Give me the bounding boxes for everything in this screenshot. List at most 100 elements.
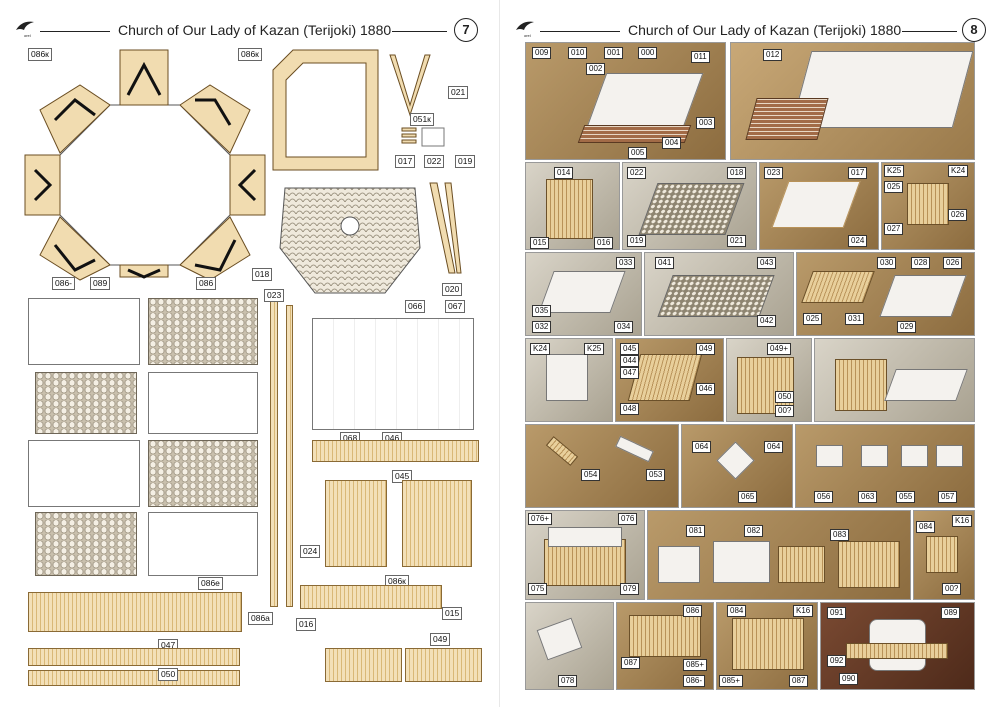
part-label: 049+ — [767, 343, 792, 355]
octagon-frame-part — [272, 49, 379, 171]
bird-logo-icon: orel — [16, 21, 34, 38]
part-label: 086а — [248, 612, 273, 625]
part-label: 019 — [627, 235, 647, 247]
part-label: 046 — [696, 383, 716, 395]
svg-text:orel: orel — [524, 33, 531, 38]
dormer-part — [148, 372, 258, 434]
part-label: 050 — [775, 391, 795, 403]
assembly-photo: 045 049 044 047 046 048 — [615, 338, 724, 422]
part-label: 064 — [692, 441, 712, 453]
part-label: 043 — [757, 257, 777, 269]
part-label: 087 — [789, 675, 809, 687]
assembly-photo: 014 015 016 — [525, 162, 620, 250]
part-label: 011 — [691, 51, 710, 63]
part-label: 001 — [604, 47, 624, 59]
part-label: 089 — [941, 607, 961, 619]
part-label: 092 — [827, 655, 847, 667]
part-label: 054 — [581, 469, 601, 481]
part-label: 075 — [528, 583, 548, 595]
part-label: 047 — [620, 367, 640, 379]
part-label: 051к — [410, 113, 434, 126]
page-title: Church of Our Lady of Kazan (Terijoki) 1… — [118, 22, 392, 38]
part-label: 027 — [884, 223, 904, 235]
part-label: 076+ — [528, 513, 553, 525]
assembly-photo: 081 082 083 — [647, 510, 911, 600]
part-label: 033 — [616, 257, 636, 269]
part-label: 003 — [696, 117, 716, 129]
assembly-photo — [814, 338, 975, 422]
part-label: 085+ — [683, 659, 708, 671]
left-page-header: orel Church of Our Lady of Kazan (Terijo… — [10, 18, 489, 44]
long-strip-part — [270, 300, 278, 607]
part-label: 064 — [764, 441, 784, 453]
part-label: 050 — [158, 668, 179, 681]
part-label: 017 — [848, 167, 868, 179]
part-label: 053 — [646, 469, 666, 481]
part-label: 089 — [90, 277, 111, 290]
part-label: 026 — [948, 209, 968, 221]
dormer-roof-part — [148, 298, 258, 365]
assembly-photo: 064 064 065 — [681, 424, 793, 508]
bird-logo-icon: orel — [516, 21, 534, 38]
part-label: 010 — [568, 47, 588, 59]
right-page: orel Church of Our Lady of Kazan (Terijo… — [500, 0, 999, 707]
part-label: 034 — [614, 321, 634, 333]
part-label: 023 — [764, 167, 784, 179]
page-title: Church of Our Lady of Kazan (Terijoki) 1… — [628, 22, 902, 38]
part-label: 042 — [757, 315, 777, 327]
part-label: 022 — [627, 167, 647, 179]
octagon-roof-parts — [24, 49, 266, 281]
part-label: 090 — [839, 673, 859, 685]
facade-part — [325, 480, 387, 567]
part-label: 015 — [442, 607, 463, 620]
assembly-photo: 023 017 024 — [759, 162, 879, 250]
fence-parts — [28, 592, 242, 632]
part-label: 048 — [620, 403, 640, 415]
assembly-photo: 056 063 055 057 — [795, 424, 975, 508]
part-label: 025 — [884, 181, 904, 193]
dormer-part — [28, 440, 140, 507]
part-label: 026 — [943, 257, 963, 269]
part-label: 087 — [621, 657, 641, 669]
assembly-photo: 091 089 092 090 — [820, 602, 975, 690]
part-label: 016 — [594, 237, 614, 249]
part-label: 056 — [814, 491, 834, 503]
bench-part — [325, 648, 402, 682]
part-label: K25 — [884, 165, 905, 177]
assembly-photo: 033 035 032 034 — [525, 252, 642, 336]
fence-strip — [28, 670, 240, 686]
part-label: 049 — [430, 633, 451, 646]
part-label: 022 — [424, 155, 445, 168]
part-label: 084 — [916, 521, 936, 533]
assembly-photo: 012 — [730, 42, 975, 160]
assembly-photo: 049+ 050 00? — [726, 338, 812, 422]
part-label: 017 — [395, 155, 416, 168]
part-label: 00? — [775, 405, 795, 417]
assembly-photo: 030 028 026 025 031 029 — [796, 252, 975, 336]
part-label: 018 — [727, 167, 747, 179]
assembly-photo: 086 087 085+ 086- — [616, 602, 714, 690]
stairs-part — [300, 585, 442, 609]
assembly-photo: 078 — [525, 602, 614, 690]
part-label: 063 — [858, 491, 878, 503]
part-label: 005 — [628, 147, 648, 159]
part-label: 021 — [448, 86, 469, 99]
part-label: 082 — [744, 525, 764, 537]
part-label: K16 — [793, 605, 814, 617]
assembly-photo: 009 010 001 000 011 002 003 004 005 — [525, 42, 726, 160]
part-label: 055 — [896, 491, 916, 503]
dormer-roof-part — [35, 512, 137, 576]
part-label: 023 — [264, 289, 285, 302]
part-label: 025 — [803, 313, 823, 325]
part-label: 044 — [620, 355, 640, 367]
window-parts-grid — [312, 318, 474, 430]
dormer-part — [148, 512, 258, 576]
part-label: 057 — [938, 491, 958, 503]
part-label: 065 — [738, 491, 758, 503]
small-parts-row — [312, 440, 479, 462]
long-strip-part — [286, 305, 293, 607]
part-label: K24 — [948, 165, 969, 177]
assembly-photo: 076+ 076 075 079 — [525, 510, 645, 600]
svg-text:orel: orel — [24, 33, 31, 38]
part-label: 018 — [252, 268, 273, 281]
